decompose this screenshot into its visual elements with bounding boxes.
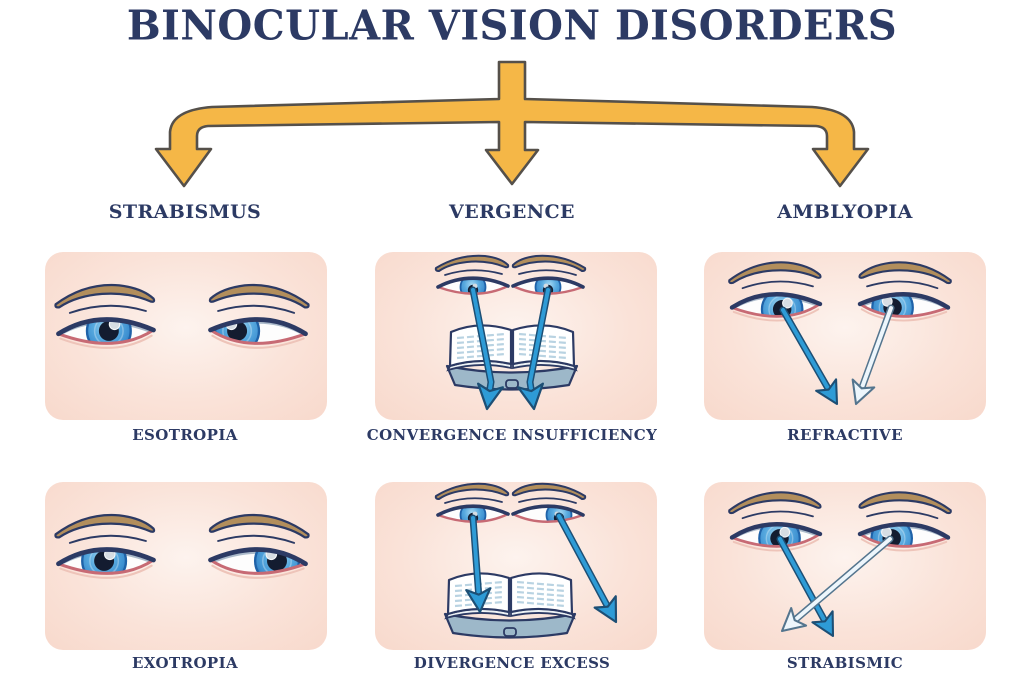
gaze-arrow-right	[517, 286, 552, 412]
gaze-arrow-left	[465, 514, 494, 614]
left-eye-icon	[727, 490, 820, 558]
divergence-excess-illustration	[434, 482, 628, 639]
right-eye-icon	[859, 490, 953, 558]
branch-label-vergence: VERGENCE	[449, 201, 575, 223]
book-icon	[445, 324, 579, 391]
esotropia-illustration	[53, 283, 311, 420]
branch-label-amblyopia: AMBLYOPIA	[777, 201, 913, 223]
gaze-arrow-right-deviated	[773, 535, 894, 641]
panel-divergence-excess	[375, 482, 657, 650]
branch-label-strabismus: STRABISMUS	[108, 201, 262, 223]
gaze-arrow-left	[779, 306, 849, 411]
left-eye-icon	[53, 513, 154, 583]
gaze-arrow-left	[776, 535, 845, 643]
refractive-illustration	[727, 260, 953, 411]
left-eye-icon	[727, 260, 820, 329]
exotropia-illustration	[53, 513, 311, 650]
gaze-arrow-right-blurred	[844, 304, 895, 409]
panel-convergence-insufficiency	[375, 252, 657, 420]
panel-exotropia	[45, 482, 327, 650]
gaze-arrow-left	[469, 286, 504, 412]
panel-strabismic	[704, 482, 986, 650]
panel-refractive	[704, 252, 986, 420]
book-icon	[443, 572, 577, 639]
label-divergence-excess: DIVERGENCE EXCESS	[413, 654, 611, 672]
label-refractive: REFRACTIVE	[787, 426, 903, 444]
strabismic-illustration	[727, 490, 953, 643]
label-convergence-insufficiency: CONVERGENCE INSUFFICIENCY	[366, 426, 658, 444]
label-exotropia: EXOTROPIA	[131, 654, 239, 672]
right-eye-icon	[511, 482, 587, 524]
panel-esotropia	[45, 252, 327, 420]
left-eye-icon	[53, 283, 154, 353]
right-eye-icon	[210, 283, 311, 353]
label-strabismic: STRABISMIC	[786, 654, 904, 672]
page-title: BINOCULAR VISION DISORDERS	[126, 1, 898, 50]
right-eye-icon	[859, 260, 953, 327]
right-eye-icon	[210, 513, 311, 583]
gaze-arrow-right	[555, 512, 628, 629]
convergence-insufficiency-illustration	[434, 254, 587, 412]
branching-arrow	[154, 60, 870, 188]
label-esotropia: ESOTROPIA	[132, 426, 238, 444]
